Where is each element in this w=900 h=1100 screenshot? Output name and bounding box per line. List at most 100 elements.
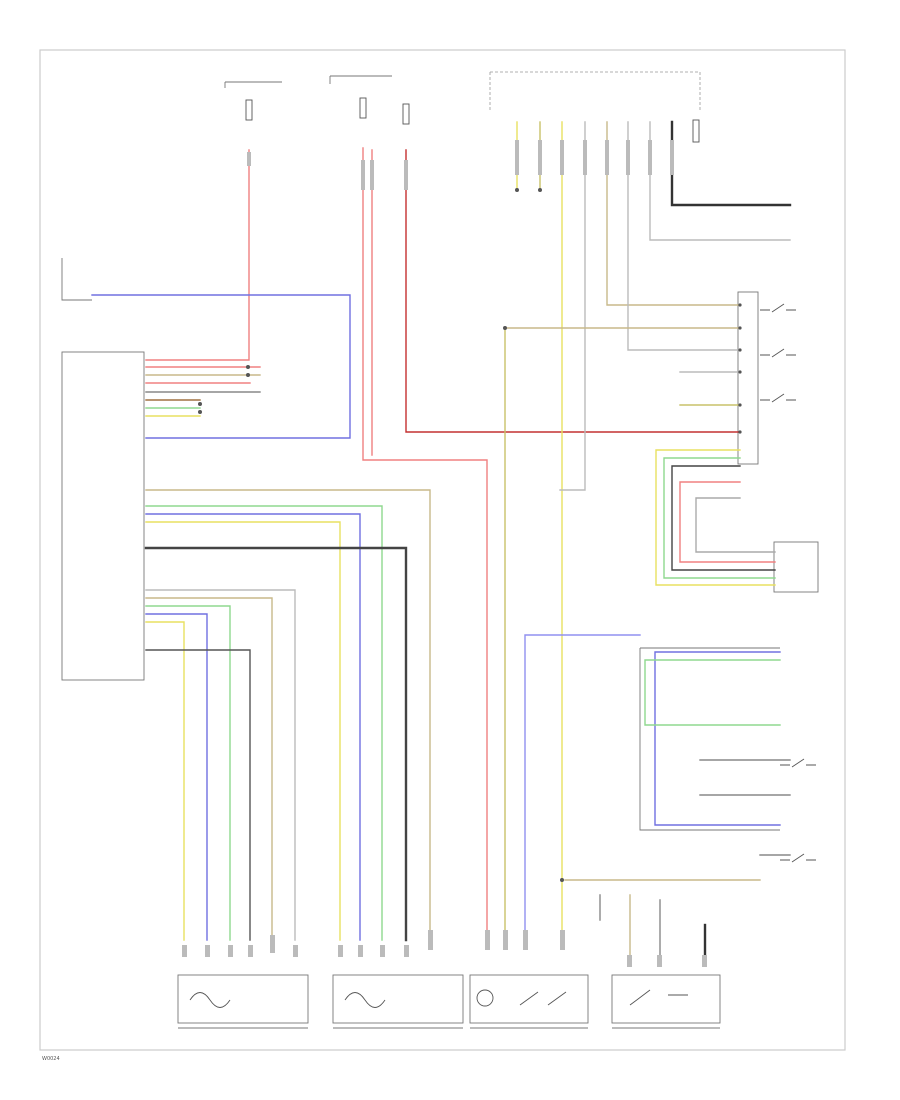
wire-tan-bottom-right: [564, 879, 761, 961]
right-switch-assembly-box: [737, 291, 759, 465]
terminal: [248, 945, 253, 957]
motor-symbol: [189, 992, 231, 1008]
left-rear-seat-motor-box: [177, 974, 309, 1024]
wire-red-lower-right: [679, 481, 776, 563]
junction-dot: [560, 878, 564, 882]
motor-symbol: [476, 989, 494, 1007]
terminal: [670, 140, 674, 175]
terminal: [560, 930, 565, 950]
terminal: [205, 945, 210, 957]
terminal: [538, 140, 542, 175]
terminal: [270, 935, 275, 953]
wire-dark-red-right: [405, 149, 741, 433]
terminal: [560, 140, 564, 175]
diagram-code: W0024: [42, 1056, 60, 1062]
junction-dot: [515, 188, 519, 192]
terminal: [358, 945, 363, 957]
terminal: [648, 140, 652, 175]
terminal: [702, 955, 707, 967]
wire-black-right: [670, 120, 792, 207]
terminal: [657, 955, 662, 967]
wire-blue-to-bottom: [524, 634, 641, 941]
junction-dots: [198, 188, 742, 882]
terminal: [370, 160, 374, 190]
terminal: [338, 945, 343, 957]
fuse-symbol: [245, 99, 253, 121]
top-center-power-bracket: [329, 75, 392, 84]
junction-dot: [738, 348, 742, 352]
wire-dark-lower-right: [671, 465, 776, 571]
top-left-power-bracket: [224, 81, 282, 88]
right-rear-seat-motor-box: [332, 974, 464, 1024]
wire-blue-lower: [145, 613, 208, 941]
fuse-symbol: [402, 103, 410, 125]
wire-yellow-lower: [145, 621, 185, 941]
component-boxes: [61, 71, 819, 1029]
junction-dot: [738, 403, 742, 407]
wire-yellow-lower-right: [655, 449, 776, 586]
diagram-frame: [39, 49, 846, 1051]
junction-dot: [198, 410, 202, 414]
fuse-symbol: [359, 97, 367, 119]
switch-symbol: [780, 758, 816, 768]
wire-gray-lower-right: [695, 497, 776, 553]
junction-dot: [198, 402, 202, 406]
fuse-symbol: [692, 119, 700, 143]
junction-dot: [503, 326, 507, 330]
wire-red-center-trunk: [362, 147, 488, 941]
wire-yellow-upper: [145, 521, 341, 941]
right-lower-panel-bracket: [639, 647, 780, 831]
top-right-dashed-component: [489, 71, 701, 112]
junction-dot: [246, 373, 250, 377]
upper-left-connector-bracket: [61, 258, 92, 301]
wire-dark-lower: [145, 649, 251, 941]
wire-gray-right-b: [627, 121, 741, 351]
terminal: [428, 930, 433, 950]
terminal: [626, 140, 630, 175]
wire-gray-lower: [145, 589, 296, 941]
wire-gray-bottom-right: [599, 894, 661, 961]
wire-tan-upper: [145, 489, 431, 941]
terminal: [228, 945, 233, 957]
wire-blue-upper: [145, 513, 361, 941]
terminal: [361, 160, 365, 190]
terminal: [380, 945, 385, 957]
switch-symbol: [760, 393, 796, 403]
junction-dot: [738, 326, 742, 330]
switch-symbol: [780, 853, 816, 863]
wires: [91, 120, 792, 962]
switch-symbols: [189, 303, 816, 1008]
terminal: [583, 140, 587, 175]
wire-green-lower: [145, 605, 231, 941]
terminal: [605, 140, 609, 175]
wire-blue-loop: [91, 294, 351, 439]
wire-black-upper: [144, 546, 408, 942]
switch-symbol: [760, 303, 796, 313]
rear-center-switch-box: [469, 974, 589, 1024]
connector-terminals: [182, 140, 707, 967]
wire-blue-panel: [654, 651, 781, 826]
left-control-module-box: [61, 351, 145, 681]
terminal: [485, 930, 490, 950]
terminal: [523, 930, 528, 950]
wire-tan-right: [606, 121, 741, 306]
junction-dot: [538, 188, 542, 192]
terminal: [515, 140, 519, 175]
wire-tan-lower: [145, 597, 273, 941]
rear-right-switch-box: [611, 974, 721, 1024]
wire-green-upper: [145, 505, 383, 941]
terminal: [627, 955, 632, 967]
terminal: [182, 945, 187, 957]
junction-dot: [738, 303, 742, 307]
terminal: [404, 945, 409, 957]
motor-symbol: [344, 992, 386, 1008]
terminal: [247, 152, 251, 166]
switch-symbol: [519, 991, 567, 1006]
switch-symbol: [629, 989, 688, 1006]
fuses: [245, 97, 700, 143]
wire-green-panel: [644, 659, 781, 726]
switch-symbol: [760, 348, 796, 358]
junction-dot: [738, 370, 742, 374]
wire-red-fuse-a: [145, 149, 250, 361]
